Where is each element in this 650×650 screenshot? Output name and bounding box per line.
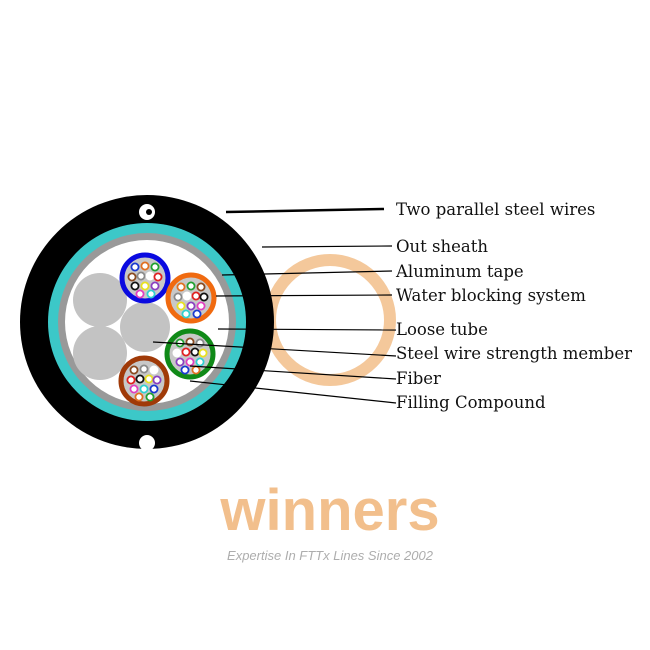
fiber [196,301,206,311]
leader-line [217,328,397,331]
label-aluminum-tape: Aluminum tape [396,262,524,281]
leader-line [221,270,393,276]
fiber [181,309,191,319]
filler-rod [73,273,127,327]
fiber [150,281,160,291]
strength-member [120,302,170,352]
label-steel-wires: Two parallel steel wires [396,200,596,219]
fiber [186,281,196,291]
fiber [145,271,155,281]
loose-tube [164,328,216,380]
fiber [190,347,200,357]
fiber [130,281,140,291]
fiber [153,272,163,282]
fiber [176,301,186,311]
fiber [181,347,191,357]
watermark-logo [264,254,396,386]
watermark-ring [264,254,396,386]
leader-line [189,365,397,380]
fiber [195,357,205,367]
fiber [140,261,150,271]
fiber [149,365,159,375]
fiber [186,301,196,311]
fiber [139,364,149,374]
fiber [129,365,139,375]
steel-wire-hole [139,435,155,451]
leader-line [152,341,397,357]
fiber [175,357,185,367]
fiber [172,348,182,358]
fiber [176,282,186,292]
fiber [191,365,201,375]
leader-line [225,207,385,214]
fiber [144,374,154,384]
fiber [126,375,136,385]
fiber [173,292,183,302]
fiber [139,384,149,394]
label-water-blocking: Water blocking system [396,286,586,305]
fiber [182,291,192,301]
fiber [135,374,145,384]
watermark-brand: winners [219,478,439,543]
filler-rod [73,326,127,380]
fiber [180,365,190,375]
fiber [196,282,206,292]
fiber [185,357,195,367]
fiber [140,281,150,291]
loose-tube [165,272,217,324]
label-strength-member: Steel wire strength member [396,344,632,363]
fiber [192,309,202,319]
fiber [198,348,208,358]
fiber [129,384,139,394]
fiber [145,392,155,402]
leader-line [215,294,393,297]
watermark-tagline: Expertise In FTTx Lines Since 2002 [227,548,434,563]
loose-tube [118,355,170,407]
fiber [146,289,156,299]
fiber [152,375,162,385]
leader-line [189,380,397,404]
fiber [199,292,209,302]
fiber [127,272,137,282]
fiber [136,271,146,281]
leader-line [261,245,393,248]
label-out-sheath: Out sheath [396,237,488,256]
fiber [150,262,160,272]
fiber [130,262,140,272]
fiber [195,338,205,348]
label-loose-tube: Loose tube [396,320,488,339]
steel-wire [146,209,152,215]
label-filling-compound: Filling Compound [396,393,546,412]
fiber [135,289,145,299]
label-fiber: Fiber [396,369,441,388]
fiber [149,384,159,394]
fiber [191,291,201,301]
loose-tube [119,252,171,304]
fiber [134,392,144,402]
